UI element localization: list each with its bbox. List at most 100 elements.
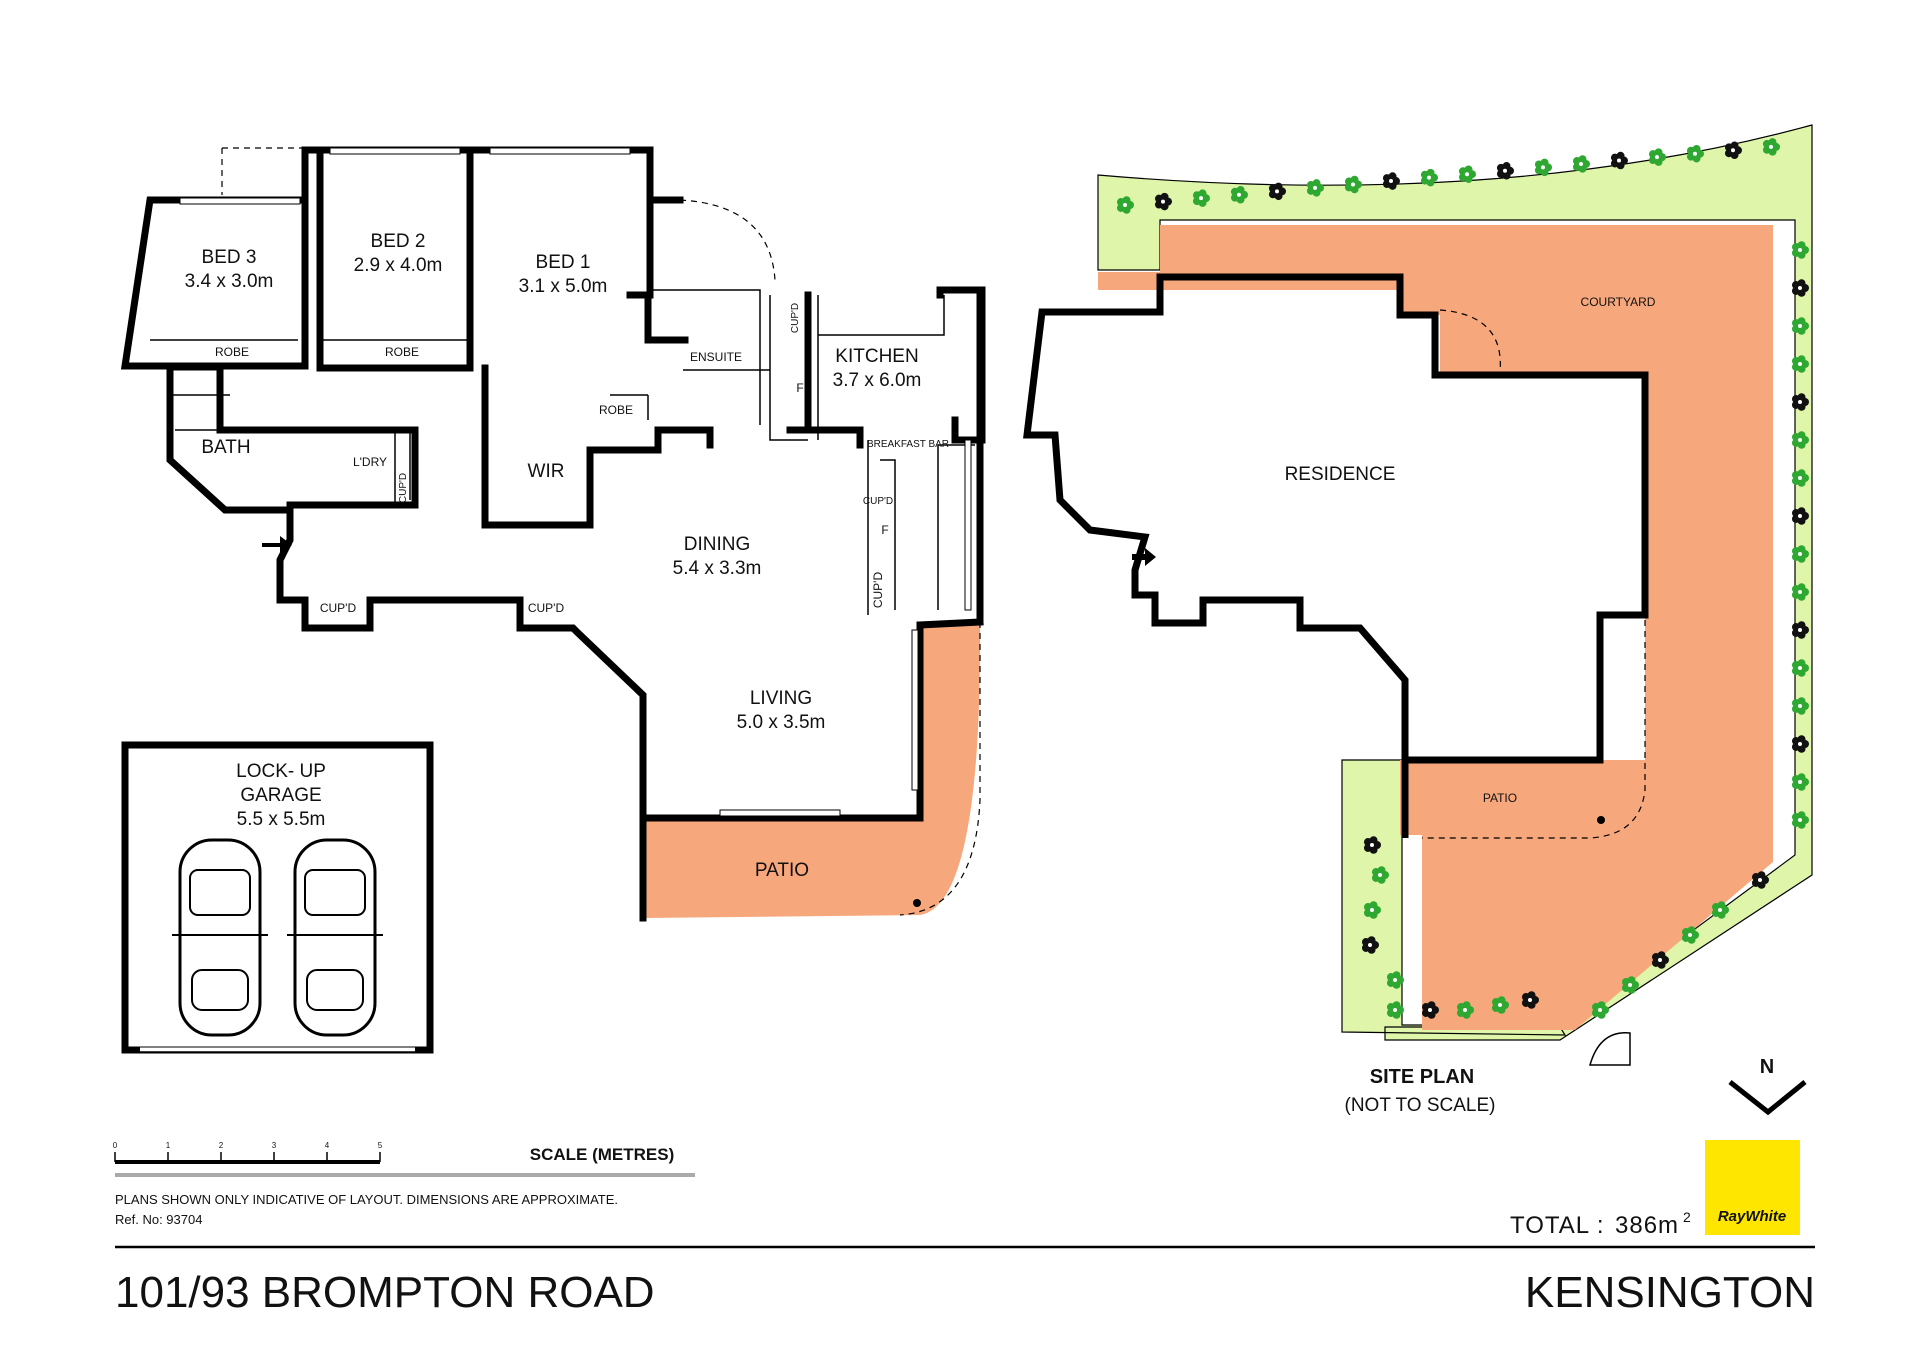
plant-icon: [1192, 189, 1210, 207]
plant-icon: [1791, 773, 1809, 791]
plant-icon: [1621, 976, 1639, 994]
bath-label: BATH: [201, 437, 250, 458]
fridge-label-2: F: [881, 523, 888, 537]
plant-icon: [1791, 279, 1809, 297]
bed1-size: 3.1 x 5.0m: [519, 276, 608, 297]
plant-icon: [1791, 621, 1809, 639]
site-hardstanding: [1098, 225, 1773, 1030]
scale-tick-label: 5: [378, 1141, 383, 1150]
plant-icon: [1791, 811, 1809, 829]
plant-icon: [1386, 1001, 1404, 1019]
plant-icon: [1751, 871, 1769, 889]
plant-icon: [1648, 148, 1666, 166]
plant-icon: [1724, 141, 1742, 160]
windows: [179, 147, 972, 817]
footer-address: 101/93 BROMPTON ROAD: [115, 1268, 655, 1317]
cupboard-label-dining: CUP'D: [871, 572, 885, 609]
site-plan: RESIDENCE COURTYARD PATIO SITE PLAN (NOT…: [1023, 124, 1813, 1116]
site-door-swing: [1439, 309, 1501, 373]
robe-label-bed3: ROBE: [215, 345, 249, 359]
plant-icon: [1230, 185, 1248, 204]
plant-icon: [1711, 901, 1729, 919]
plant-icon: [1154, 192, 1172, 211]
total-area-value: 386m: [1615, 1212, 1679, 1239]
living-size: 5.0 x 3.5m: [737, 712, 826, 733]
floor-patio-label: PATIO: [755, 860, 809, 881]
raywhite-logo: RayWhite: [1705, 1140, 1800, 1235]
exterior-walls: [120, 146, 986, 922]
cupboard-label-ensuite: CUP'D: [790, 303, 801, 333]
dining-name: DINING: [684, 534, 751, 555]
disclaimer-note: PLANS SHOWN ONLY INDICATIVE OF LAYOUT. D…: [115, 1192, 618, 1207]
robe-label-bed2: ROBE: [385, 345, 419, 359]
plant-icon: [1791, 431, 1809, 449]
plant-icon: [1572, 155, 1590, 173]
plant-icon: [1686, 144, 1704, 163]
plant-icon: [1534, 158, 1552, 177]
garage-line2: GARAGE: [240, 785, 321, 806]
ensuite-label: ENSUITE: [690, 350, 742, 364]
wir-label: WIR: [528, 461, 565, 482]
cupboard-label-kitchen: CUP'D: [863, 496, 893, 507]
scale-tick-label: 1: [166, 1141, 171, 1150]
logo-text: RayWhite: [1718, 1208, 1786, 1225]
breakfast-bar-label: BREAKFAST BAR: [867, 439, 949, 450]
laundry-label: L'DRY: [353, 455, 387, 469]
garage-line1: LOCK- UP: [236, 761, 326, 782]
bed3-name: BED 3: [202, 247, 257, 268]
scale-tick-label: 3: [272, 1141, 277, 1150]
total-area-unit: 2: [1683, 1209, 1691, 1225]
scale-label: SCALE (METRES): [530, 1145, 675, 1164]
residence-outline: [1023, 273, 1649, 838]
plant-icon: [1456, 1001, 1474, 1019]
plant-icon: [1458, 165, 1476, 183]
plant-icon: [1791, 317, 1809, 335]
plant-icon: [1496, 162, 1514, 180]
plant-icon: [1791, 583, 1809, 601]
cupboard-label-laundry: CUP'D: [398, 473, 409, 503]
plant-icon: [1361, 936, 1379, 954]
garage-car-left: [172, 838, 268, 1037]
scale-tick-label: 2: [219, 1141, 224, 1150]
site-plan-subtitle: (NOT TO SCALE): [1345, 1095, 1496, 1116]
plant-icon: [1791, 469, 1809, 487]
plant-icon: [1421, 1001, 1439, 1019]
plant-icon: [1791, 697, 1809, 715]
plant-icon: [1681, 926, 1699, 944]
bed2-name: BED 2: [371, 231, 426, 252]
plant-icon: [1791, 545, 1809, 563]
bed1-name: BED 1: [536, 252, 591, 273]
robe-label-bed1: ROBE: [599, 403, 633, 417]
plant-icon: [1791, 393, 1809, 411]
plant-icon: [1268, 182, 1286, 201]
balcony-dashed: [221, 147, 305, 195]
cupboard-label-hall: CUP'D: [528, 601, 565, 615]
plant-icon: [1363, 901, 1381, 919]
plant-icon: [1791, 507, 1809, 525]
plant-icon: [1382, 172, 1400, 190]
courtyard-label: COURTYARD: [1581, 295, 1656, 309]
plant-icon: [1491, 996, 1509, 1014]
plant-icon: [1344, 175, 1362, 194]
plant-icon: [1791, 735, 1809, 753]
patio-light-point: [913, 899, 921, 907]
residence-label: RESIDENCE: [1285, 464, 1396, 485]
cupboard-label-entry: CUP'D: [320, 601, 357, 615]
kitchen-name: KITCHEN: [835, 346, 918, 367]
garage-size: 5.5 x 5.5m: [237, 809, 326, 830]
dining-size: 5.4 x 3.3m: [673, 558, 762, 579]
footer-suburb: KENSINGTON: [1525, 1268, 1815, 1317]
site-plan-title: SITE PLAN: [1370, 1066, 1474, 1088]
reference-number: Ref. No: 93704: [115, 1212, 202, 1227]
bed2-size: 2.9 x 4.0m: [354, 255, 443, 276]
plant-icon: [1791, 241, 1809, 259]
plant-icon: [1591, 1001, 1609, 1019]
plant-icon: [1306, 179, 1324, 197]
site-patio-label: PATIO: [1483, 791, 1517, 805]
plant-icon: [1791, 355, 1809, 373]
bed1-door-swing: [679, 199, 776, 281]
plant-icon: [1116, 196, 1134, 214]
north-label: N: [1760, 1056, 1774, 1078]
